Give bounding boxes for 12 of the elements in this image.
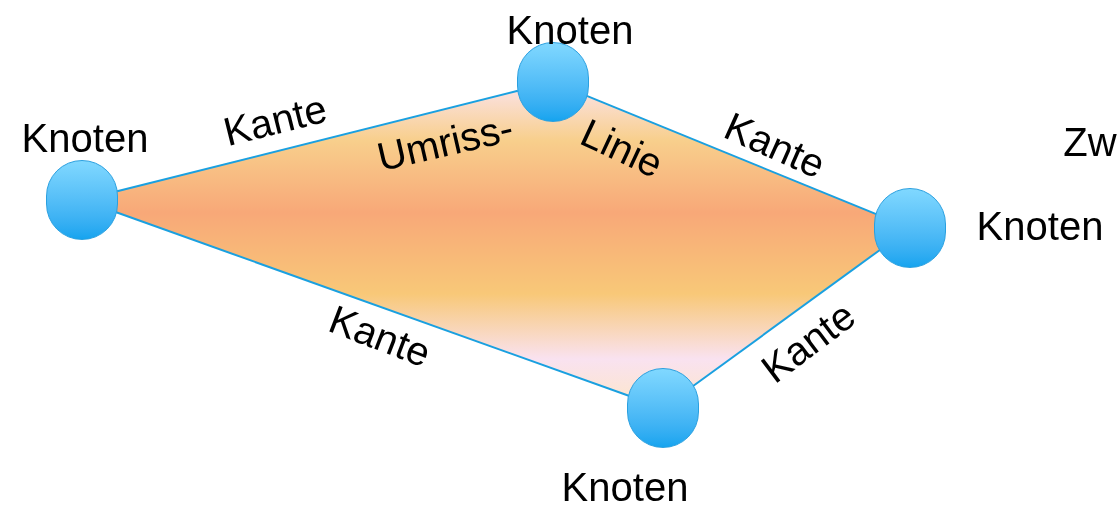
node-label: Knoten	[976, 206, 1104, 246]
edge-label: Kante	[719, 105, 831, 185]
text-label: Umriss-	[373, 107, 517, 177]
edge-line	[116, 89, 519, 193]
edge-label: Kante	[324, 298, 436, 374]
edge-line	[692, 248, 881, 388]
node-label: Knoten	[21, 118, 149, 158]
node-label: Knoten	[561, 467, 689, 505]
text-label: Zw	[1063, 122, 1117, 162]
node-label: Knoten	[506, 10, 634, 50]
text-label: Linie	[575, 112, 669, 184]
edge-label: Kante	[219, 87, 331, 153]
